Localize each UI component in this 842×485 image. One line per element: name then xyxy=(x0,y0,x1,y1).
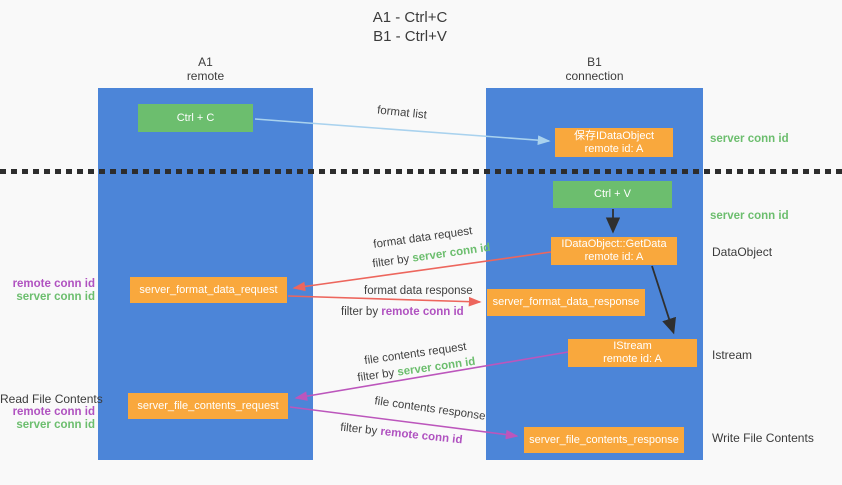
lane-a1-subtitle: remote xyxy=(186,69,225,83)
lane-header-a1: A1 remote xyxy=(98,55,313,83)
lane-b1-name: B1 xyxy=(587,55,602,69)
ctrl-c-node: Ctrl + C xyxy=(138,104,253,132)
conn-id-pair-file: remote conn id server conn id xyxy=(8,406,95,432)
remote-conn-id-filter-file: remote conn id xyxy=(379,425,464,447)
filter-by-text: filter by xyxy=(341,306,379,318)
server-format-data-response-node: server_format_data_response xyxy=(487,289,645,316)
getdata-line1: IDataObject::GetData xyxy=(561,238,667,250)
istream-node: IStream remote id: A xyxy=(568,339,697,367)
istream-line1: IStream xyxy=(613,340,652,352)
server-file-contents-request-label: server_file_contents_request xyxy=(137,399,279,412)
istream-side-label: Istream xyxy=(712,348,753,362)
title-line-2: B1 - Ctrl+V xyxy=(373,28,447,45)
server-format-data-request-node: server_format_data_request xyxy=(130,277,287,303)
remote-conn-id-filter-format: remote conn id xyxy=(381,306,464,318)
ctrl-c-label: Ctrl + C xyxy=(176,111,215,124)
server-conn-id-label-top: server conn id xyxy=(710,133,789,145)
server-file-contents-response-label: server_file_contents_response xyxy=(529,433,679,446)
server-conn-id-label-file: server conn id xyxy=(16,419,95,431)
dotted-divider-line xyxy=(0,169,842,174)
remote-conn-id-label-file: remote conn id xyxy=(12,406,95,418)
server-format-data-response-label: server_format_data_response xyxy=(492,296,640,308)
conn-id-pair-format: remote conn id server conn id xyxy=(8,278,95,304)
filter-by-remote-conn-id-format: filter by remote conn id xyxy=(341,306,464,318)
format-list-label: format list xyxy=(376,104,428,122)
filter-by-text: filter by xyxy=(339,421,378,438)
server-conn-id-label-mid: server conn id xyxy=(710,210,789,222)
server-conn-id-filter-format: server conn id xyxy=(411,241,492,265)
getdata-line2: remote id: A xyxy=(584,251,644,263)
server-format-data-request-label: server_format_data_request xyxy=(139,283,278,296)
file-contents-response-label: file contents response xyxy=(373,395,487,423)
ctrl-v-node: Ctrl + V xyxy=(553,181,672,208)
filter-by-text: filter by xyxy=(371,253,411,271)
diagram-title: A1 - Ctrl+C B1 - Ctrl+V xyxy=(330,8,490,46)
server-conn-id-label-format: server conn id xyxy=(16,291,95,303)
read-file-contents-label: Read File Contents xyxy=(0,392,103,406)
save-idataobject-node: 保存IDataObject remote id: A xyxy=(555,128,673,157)
lane-header-b1: B1 connection xyxy=(486,55,703,83)
lane-a1-name: A1 xyxy=(198,55,213,69)
ctrl-v-label: Ctrl + V xyxy=(594,188,631,200)
getdata-node: IDataObject::GetData remote id: A xyxy=(551,237,677,265)
remote-conn-id-label-format: remote conn id xyxy=(12,278,95,290)
filter-by-text: filter by xyxy=(356,367,396,385)
format-data-response-label: format data response xyxy=(364,285,473,297)
server-file-contents-request-node: server_file_contents_request xyxy=(128,393,288,419)
save-idataobject-line2: remote id: A xyxy=(584,142,644,155)
title-line-1: A1 - Ctrl+C xyxy=(372,9,448,26)
istream-line2: remote id: A xyxy=(603,353,662,365)
save-idataobject-line1: 保存IDataObject xyxy=(573,129,655,142)
write-file-contents-label: Write File Contents xyxy=(712,431,814,445)
dataobject-label: DataObject xyxy=(712,245,773,259)
filter-by-remote-conn-id-file: filter by remote conn id xyxy=(340,422,463,447)
server-file-contents-response-node: server_file_contents_response xyxy=(524,427,684,453)
lane-b1-subtitle: connection xyxy=(565,69,624,83)
